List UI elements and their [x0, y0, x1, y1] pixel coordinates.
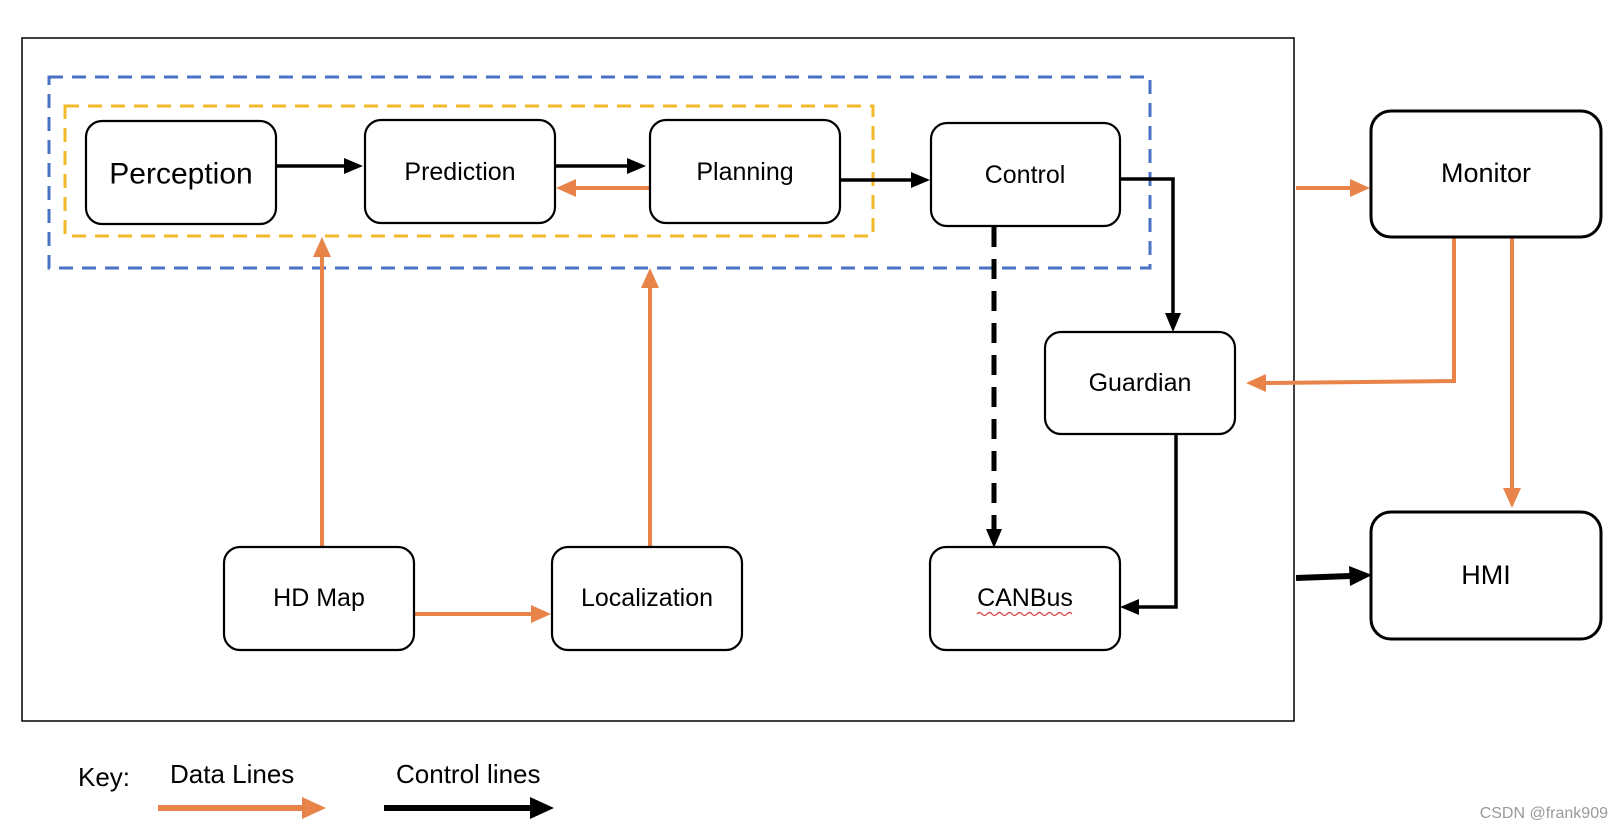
control-arrowhead — [344, 158, 363, 174]
data-arrowhead — [313, 237, 331, 257]
data-arrowhead — [531, 605, 551, 623]
key-control-arrowhead — [530, 797, 554, 819]
data-arrowhead — [641, 268, 659, 288]
system-frame — [21, 37, 1295, 722]
inner-dashed-group — [63, 104, 875, 238]
node-monitor: Monitor — [1369, 109, 1603, 239]
node-prediction: Prediction — [363, 118, 557, 225]
control-line-system-to-hmi — [1295, 573, 1351, 581]
node-perception-label: Perception — [109, 158, 252, 191]
node-monitor-label: Monitor — [1441, 158, 1531, 188]
node-prediction-label: Prediction — [404, 158, 515, 186]
node-guardian: Guardian — [1043, 330, 1237, 436]
node-hmi-label: HMI — [1461, 560, 1511, 590]
data-arrowhead — [1246, 374, 1266, 392]
node-control: Control — [929, 121, 1122, 228]
node-control-label: Control — [985, 161, 1066, 189]
control-line-guardian-to-canbus — [1138, 434, 1178, 609]
data-arrowhead — [1350, 179, 1370, 197]
data-arrowhead — [1503, 488, 1521, 508]
node-guardian-label: Guardian — [1089, 369, 1192, 397]
key-control-lines-label: Control lines — [396, 759, 541, 789]
node-perception: Perception — [84, 119, 278, 226]
control-arrowhead — [1165, 313, 1181, 332]
spellcheck-squiggle — [976, 611, 1073, 617]
node-hmi: HMI — [1369, 510, 1603, 641]
key-data-arrowhead — [302, 797, 326, 819]
watermark: CSDN @frank909 — [1480, 805, 1608, 822]
node-planning: Planning — [648, 118, 842, 225]
node-localization: Localization — [550, 545, 744, 652]
node-planning-label: Planning — [696, 158, 793, 186]
data-line-monitor-to-guardian — [1264, 238, 1456, 385]
control-line-control-to-guardian — [1120, 177, 1175, 314]
node-hd-map: HD Map — [222, 545, 416, 652]
node-hd-map-label: HD Map — [273, 584, 365, 612]
node-canbus-label: CANBus — [977, 584, 1073, 612]
data-arrowhead — [556, 179, 576, 197]
node-localization-label: Localization — [581, 584, 713, 612]
control-arrowhead — [986, 529, 1002, 548]
key-title: Key: — [78, 762, 130, 792]
control-arrowhead — [1349, 566, 1372, 586]
node-canbus: CANBus — [928, 545, 1122, 652]
control-arrowhead — [911, 172, 930, 188]
control-arrowhead — [627, 158, 646, 174]
key-data-lines-label: Data Lines — [170, 759, 294, 789]
outer-dashed-group — [47, 75, 1152, 270]
control-arrowhead — [1120, 599, 1139, 615]
